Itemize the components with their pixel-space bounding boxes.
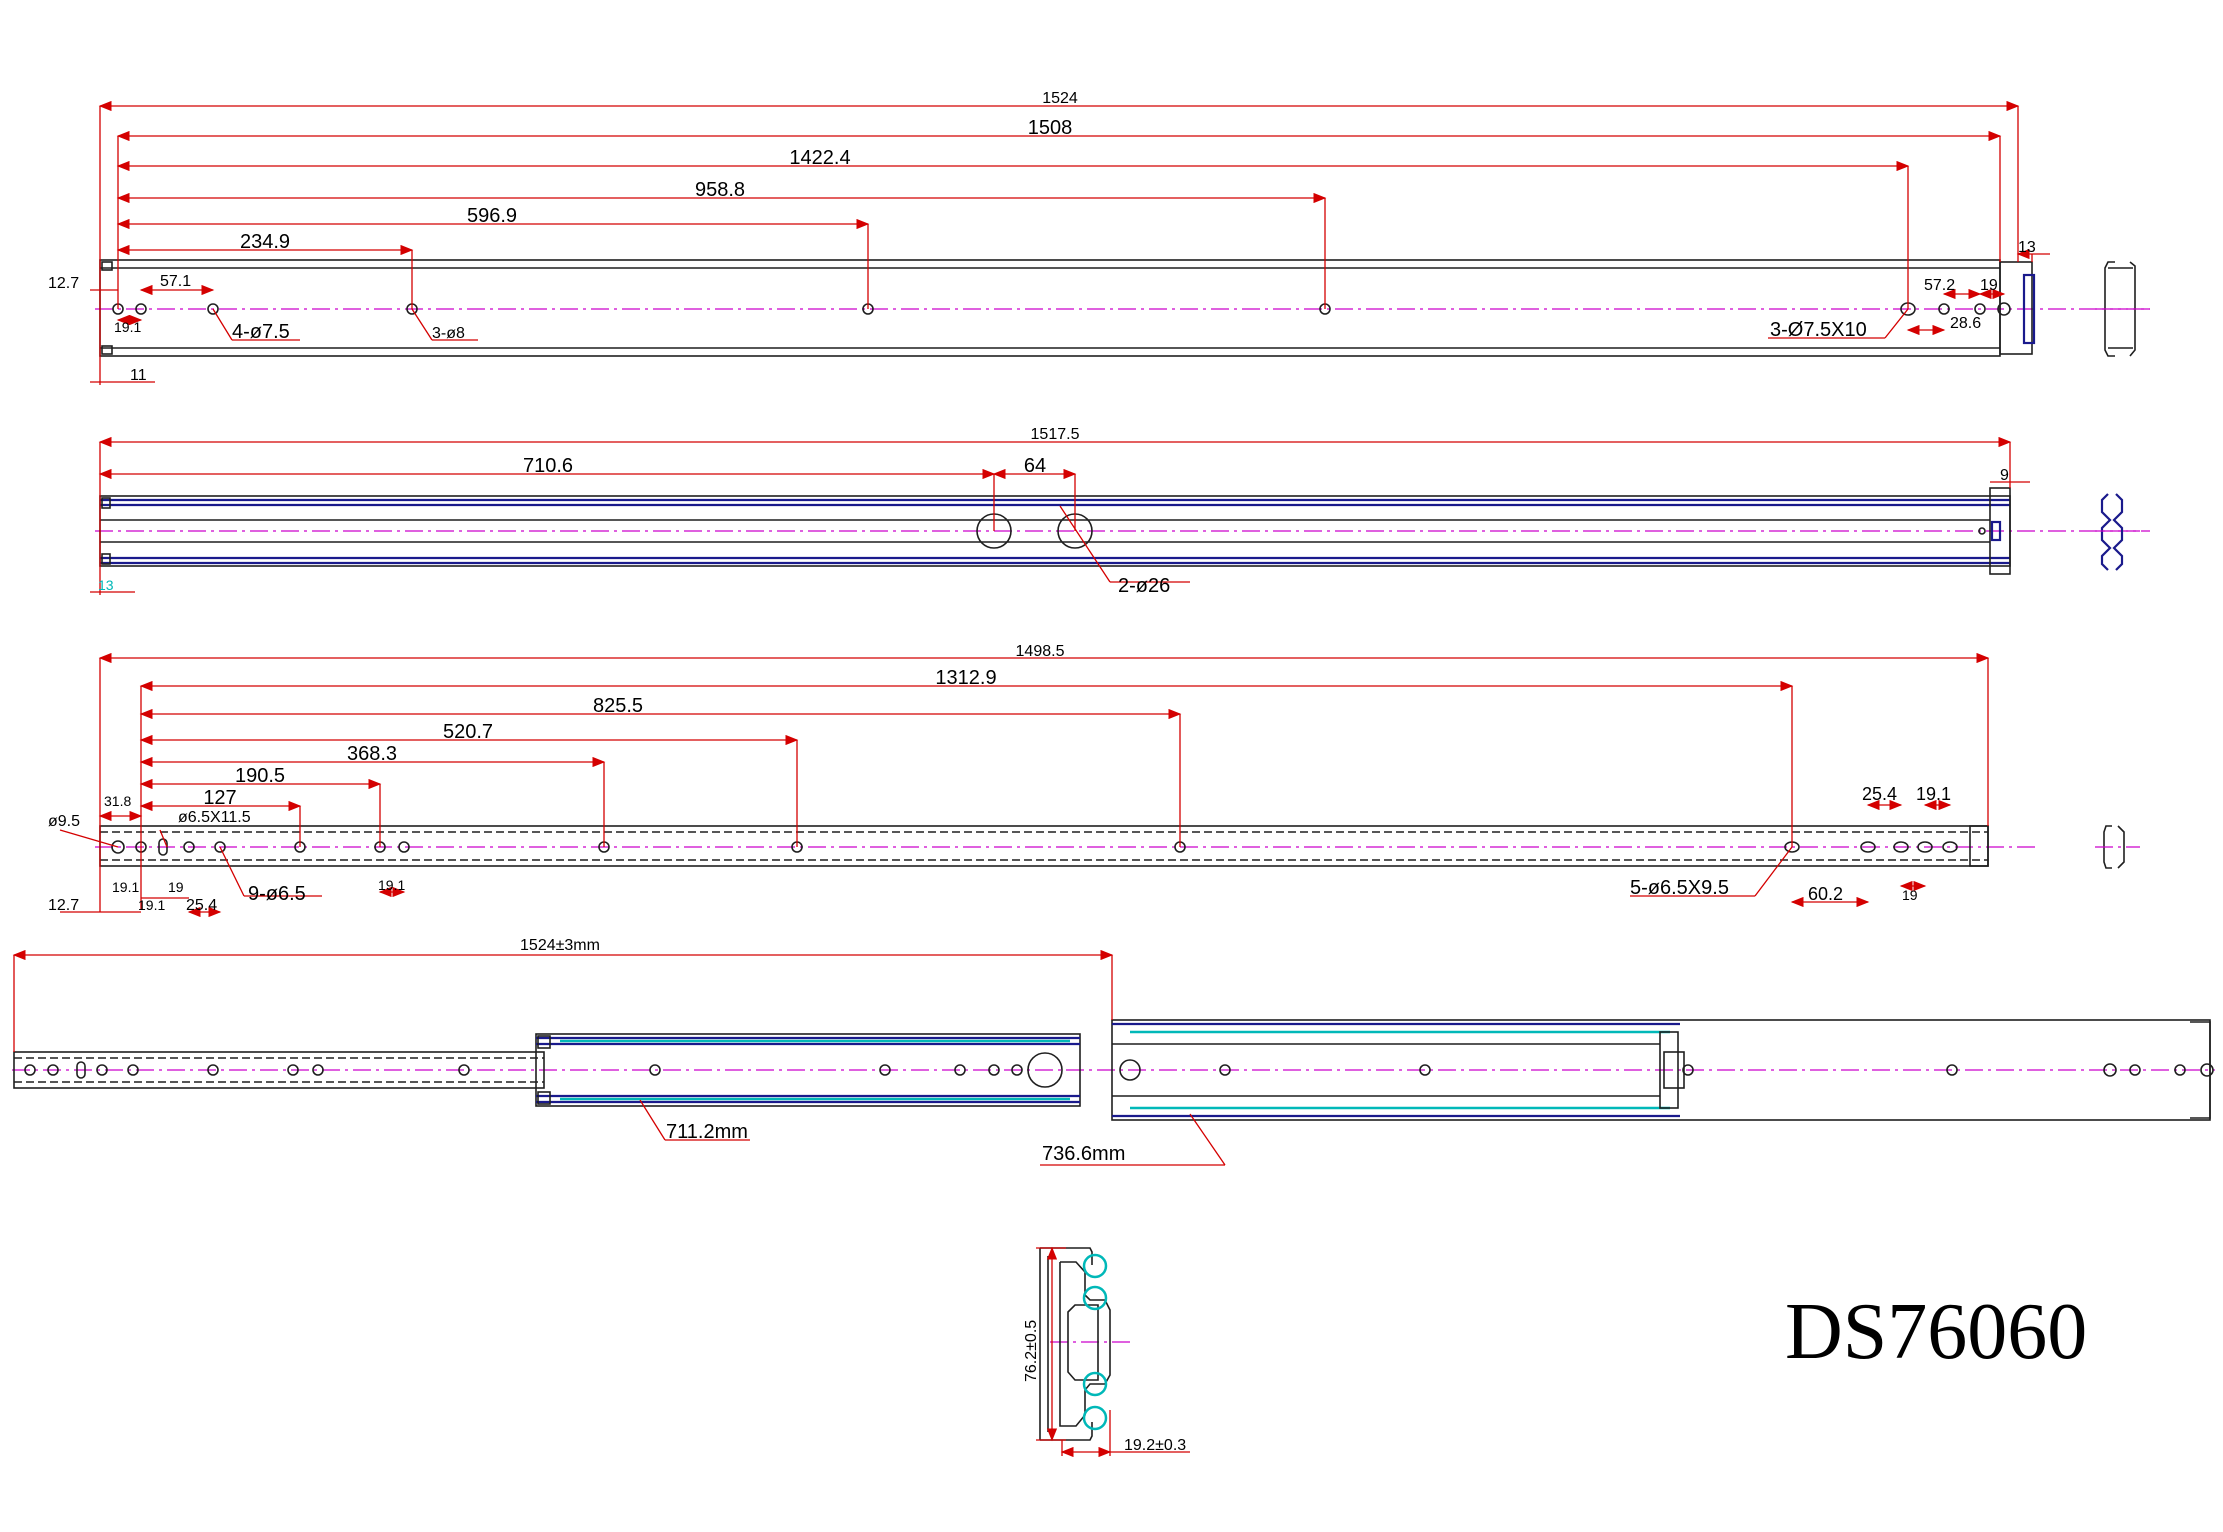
v1-holes-b-note: 3-ø8 [432, 325, 465, 342]
v2-64-label: 64 [1024, 455, 1046, 477]
v3-19b-label: 19.1 [138, 897, 165, 913]
v1-57r-label: 57.2 [1924, 277, 1955, 294]
view-inner-member: 1498.5 1312.9 825.5 520.7 368.3 190.5 12… [48, 643, 2140, 918]
v3-60-label: 60.2 [1808, 884, 1843, 904]
view-assembly-extended: 1524±3mm 711.2mm 736.6mm [12, 937, 2215, 1166]
v1-57-label: 57.1 [160, 273, 191, 290]
v4-inner-label: 711.2mm [666, 1121, 748, 1143]
section-height-label: 76.2±0.5 [1023, 1320, 1040, 1382]
v3-left-offset-label: 12.7 [48, 897, 79, 914]
v1-holes-a-note: 4-ø7.5 [232, 321, 290, 343]
v3-19r-label: 19.1 [1916, 784, 1951, 804]
v4-outer-label: 736.6mm [1042, 1143, 1125, 1165]
view-intermediate-member: 1517.5 710.6 64 9 13 2-ø26 [90, 426, 2150, 597]
v3-31-label: 31.8 [104, 793, 131, 809]
v1-958-label: 958.8 [695, 179, 745, 201]
v1-1422-label: 1422.4 [789, 147, 850, 169]
v1-length-label: 1508 [1028, 117, 1073, 139]
model-number: DS76060 [1785, 1288, 2087, 1376]
v3-19-mid-label: 19.1 [378, 877, 405, 893]
v3-19c-label: 19 [168, 879, 184, 895]
v1-19-label: 19.1 [114, 319, 141, 335]
v3-368-label: 368.3 [347, 743, 397, 765]
v3-25-label: 25.4 [186, 897, 217, 914]
v3-slots-note: 5-ø6.5X9.5 [1630, 877, 1729, 899]
v3-825-label: 825.5 [593, 695, 643, 717]
v2-holes-note: 2-ø26 [1118, 575, 1170, 597]
section-view: 76.2±0.5 19.2±0.3 [1023, 1246, 1190, 1458]
v1-596-label: 596.9 [467, 205, 517, 227]
v1-234-label: 234.9 [240, 231, 290, 253]
v3-slot-note: ø6.5X11.5 [178, 809, 251, 826]
v3-520-label: 520.7 [443, 721, 493, 743]
v3-overall-label: 1498.5 [1016, 643, 1065, 660]
v3-19a-label: 19.1 [112, 879, 139, 895]
v4-extension-label: 1524±3mm [520, 937, 600, 954]
v2-left-offset-label: 13 [98, 577, 114, 593]
section-width-label: 19.2±0.3 [1124, 1437, 1186, 1454]
v3-19rb-label: 19 [1902, 887, 1918, 903]
v3-25r-label: 25.4 [1862, 784, 1897, 804]
v1-left-offset-label: 12.7 [48, 275, 79, 292]
v1-end-offset-label: 13 [2018, 239, 2036, 256]
v1-28-label: 28.6 [1950, 315, 1981, 332]
v3-1312-label: 1312.9 [935, 667, 996, 689]
v2-overall-label: 1517.5 [1031, 426, 1080, 443]
v1-bottom-offset-label: 11 [130, 367, 147, 384]
v3-holes-note: 9-ø6.5 [248, 883, 306, 905]
v1-overall-label: 1524 [1042, 90, 1078, 107]
view-outer-member: 1524 1508 1422.4 958.8 596.9 234.9 13 12… [48, 90, 2150, 385]
v3-dia95-label: ø9.5 [48, 813, 80, 830]
v3-190-label: 190.5 [235, 765, 285, 787]
v2-710-label: 710.6 [523, 455, 573, 477]
v2-end-offset-label: 9 [2000, 467, 2009, 484]
v3-127-label: 127 [203, 787, 236, 809]
v1-slots-note: 3-Ø7.5X10 [1770, 319, 1867, 341]
v1-19r-label: 19 [1980, 277, 1998, 294]
